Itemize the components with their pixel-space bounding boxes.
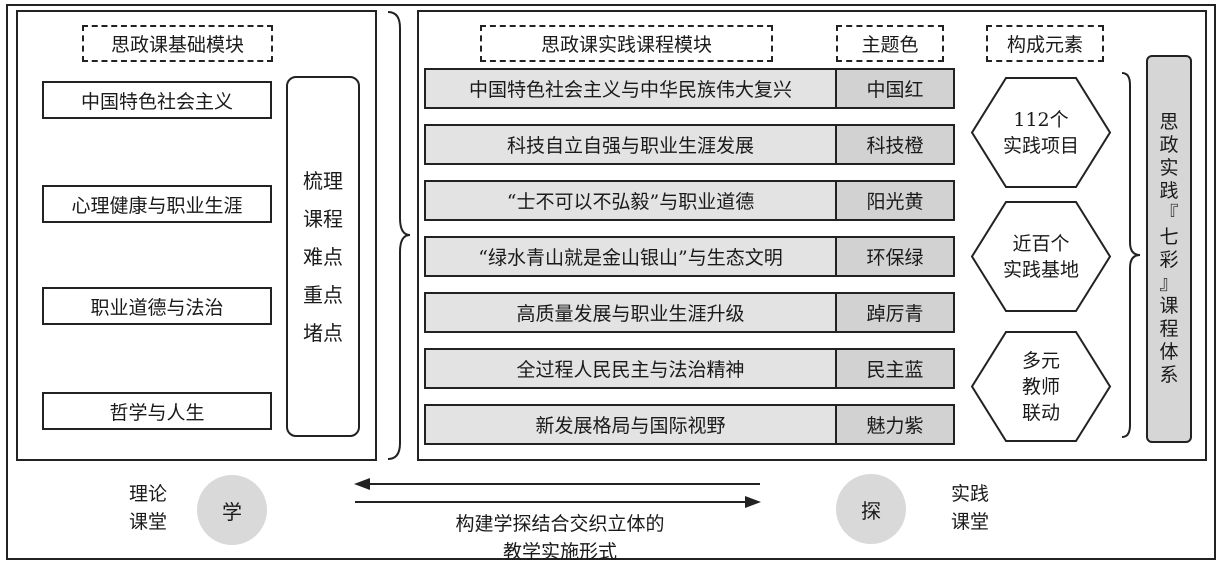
row-1-name: 中国特色社会主义与中华民族伟大复兴: [424, 68, 837, 109]
practice-row-4: “绿水青山就是金山银山”与生态文明 环保绿: [424, 236, 955, 277]
task-1: 梳理: [303, 168, 343, 193]
system-char-6: 七: [1159, 226, 1179, 248]
element-2-line-2: 实践基地: [1002, 258, 1079, 281]
elements-header: 构成元素: [986, 25, 1104, 62]
seven-color-course-system: 思 政 实 践 『 七 彩 』 课 程 体 系: [1146, 55, 1192, 443]
connecting-brace: [387, 11, 411, 460]
caption-line-1: 构建学探结合交织立体的: [455, 513, 665, 535]
practice-row-6: 全过程人民民主与法治精神 民主蓝: [424, 348, 955, 389]
row-7-name: 新发展格局与国际视野: [424, 404, 837, 445]
row-5-name: 高质量发展与职业生涯升级: [424, 292, 837, 333]
practice-row-7: 新发展格局与国际视野 魅力紫: [424, 404, 955, 445]
practice-module-panel: [417, 10, 1207, 461]
system-char-12: 系: [1159, 364, 1179, 386]
theme-color-header: 主题色: [836, 25, 944, 62]
element-3-line-2: 教师: [1021, 375, 1060, 398]
system-char-1: 思: [1159, 111, 1179, 133]
element-hexagon-teachers: 多元教师联动: [970, 330, 1112, 443]
element-hexagon-bases: 近百个实践基地: [970, 200, 1112, 313]
row-5-color: 踔厉青: [837, 292, 955, 333]
element-1-line-2: 实践项目: [1002, 134, 1079, 157]
task-4: 重点: [303, 282, 343, 307]
two-way-arrows: [354, 478, 761, 508]
row-6-color: 民主蓝: [837, 348, 955, 389]
system-brace: [1121, 72, 1141, 438]
caption-line-2: 教学实施形式: [502, 541, 617, 563]
course-box-1: 中国特色社会主义: [42, 81, 272, 119]
learn-circle: 学: [197, 475, 267, 545]
theory-classroom-label: 理论 课堂: [118, 480, 178, 536]
system-char-10: 程: [1159, 318, 1179, 340]
practice-line-1: 实践: [950, 483, 989, 505]
practice-module-title: 思政课实践课程模块: [480, 25, 773, 62]
row-2-name: 科技自立自强与职业生涯发展: [424, 124, 837, 165]
course-tasks-box: 梳理 课程 难点 重点 堵点: [286, 76, 360, 437]
row-1-color: 中国红: [837, 68, 955, 109]
row-3-color: 阳光黄: [837, 180, 955, 221]
row-7-color: 魅力紫: [837, 404, 955, 445]
element-1-line-1: 112个: [1013, 108, 1069, 131]
theory-line-1: 理论: [128, 483, 167, 505]
diagram-frame: [6, 4, 1216, 560]
system-char-9: 课: [1159, 295, 1179, 317]
practice-row-3: “士不可以不弘毅”与职业道德 阳光黄: [424, 180, 955, 221]
system-char-3: 实: [1159, 157, 1179, 179]
practice-row-2: 科技自立自强与职业生涯发展 科技橙: [424, 124, 955, 165]
practice-row-1: 中国特色社会主义与中华民族伟大复兴 中国红: [424, 68, 955, 109]
element-3-line-3: 联动: [1021, 401, 1060, 424]
row-6-name: 全过程人民民主与法治精神: [424, 348, 837, 389]
basic-module-title: 思政课基础模块: [82, 25, 273, 62]
element-3-line-1: 多元: [1021, 349, 1060, 372]
element-2-line-1: 近百个: [1012, 232, 1070, 255]
course-box-2: 心理健康与职业生涯: [42, 185, 272, 223]
arrow-caption: 构建学探结合交织立体的 教学实施形式: [400, 510, 720, 566]
element-hexagon-projects: 112个实践项目: [970, 76, 1112, 189]
row-3-name: “士不可以不弘毅”与职业道德: [424, 180, 837, 221]
practice-classroom-label: 实践 课堂: [940, 480, 1000, 536]
system-char-2: 政: [1159, 134, 1179, 156]
row-4-color: 环保绿: [837, 236, 955, 277]
explore-circle: 探: [836, 474, 906, 544]
basic-module-panel: [16, 10, 377, 461]
system-char-7: 彩: [1159, 249, 1179, 271]
practice-line-2: 课堂: [950, 511, 989, 533]
task-5: 堵点: [303, 320, 343, 345]
row-4-name: “绿水青山就是金山银山”与生态文明: [424, 236, 837, 277]
task-2: 课程: [303, 206, 343, 231]
task-3: 难点: [303, 244, 343, 269]
course-box-4: 哲学与人生: [42, 392, 272, 430]
practice-row-5: 高质量发展与职业生涯升级 踔厉青: [424, 292, 955, 333]
row-2-color: 科技橙: [837, 124, 955, 165]
system-char-8: 』: [1159, 272, 1179, 294]
theory-line-2: 课堂: [128, 511, 167, 533]
system-char-4: 践: [1159, 180, 1179, 202]
system-char-5: 『: [1159, 203, 1179, 225]
course-box-3: 职业道德与法治: [42, 287, 272, 325]
system-char-11: 体: [1159, 341, 1179, 363]
